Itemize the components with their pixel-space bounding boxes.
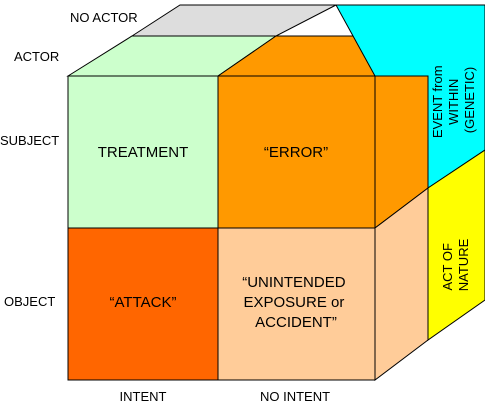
intent-label: INTENT <box>120 389 167 404</box>
attack-label: “ATTACK” <box>110 294 177 311</box>
subject-label: SUBJECT <box>0 133 59 148</box>
no-actor-label: NO ACTOR <box>70 10 138 25</box>
object-label: OBJECT <box>4 294 55 309</box>
actor-label: ACTOR <box>14 49 59 64</box>
top-back-face <box>130 4 337 37</box>
treatment-cell <box>67 75 219 229</box>
attack-cell <box>67 227 219 381</box>
unintended-cell <box>217 227 376 381</box>
act-of-nature-label: ACT OF NATURE <box>440 238 471 291</box>
error-label: “ERROR” <box>264 144 328 161</box>
unintended-label: “UNINTENDED EXPOSURE or ACCIDENT” <box>242 274 350 331</box>
treatment-label: TREATMENT <box>98 144 189 161</box>
no-intent-label: NO INTENT <box>260 389 330 404</box>
event-from-within-label: EVENT from WITHIN (GENETIC) <box>430 62 477 138</box>
